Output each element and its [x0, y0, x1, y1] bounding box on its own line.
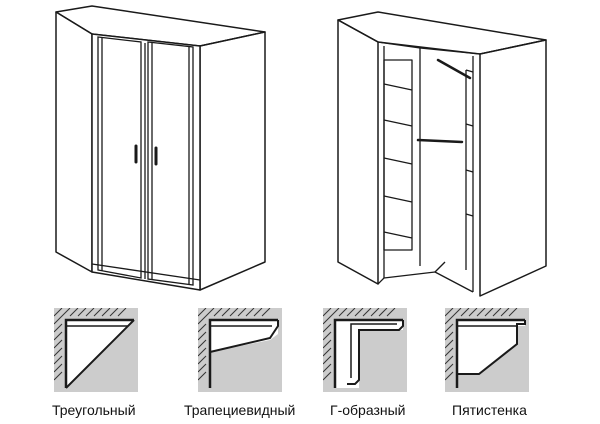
- wardrobe-front: [91, 33, 201, 291]
- door-left: [97, 36, 142, 279]
- wardrobe-side: [199, 31, 266, 291]
- scheme-five-wall: [445, 308, 529, 392]
- open-wardrobe-left-side: [337, 19, 379, 285]
- scheme-label-triangular: Треугольный: [52, 402, 136, 418]
- door-right: [147, 41, 194, 286]
- scheme-label-five-wall: Пятистенка: [452, 402, 527, 418]
- scheme-triangular: [54, 308, 138, 392]
- scheme-label-l-shaped: Г-образный: [330, 402, 406, 418]
- scheme-trapezoidal: [198, 308, 282, 392]
- open-wardrobe-right-side: [479, 39, 547, 297]
- closed-wardrobe-illustration: [55, 5, 266, 291]
- open-wardrobe-illustration: [337, 11, 547, 297]
- scheme-label-trapezoidal: Трапециевидный: [184, 402, 296, 418]
- inner-floor: [377, 271, 474, 293]
- hanging-rail-corner: [436, 58, 472, 80]
- wardrobe-left-side: [55, 11, 93, 273]
- shelf-column: [383, 59, 413, 251]
- scheme-l-shaped: [323, 308, 407, 392]
- hanging-rail-middle: [416, 138, 464, 144]
